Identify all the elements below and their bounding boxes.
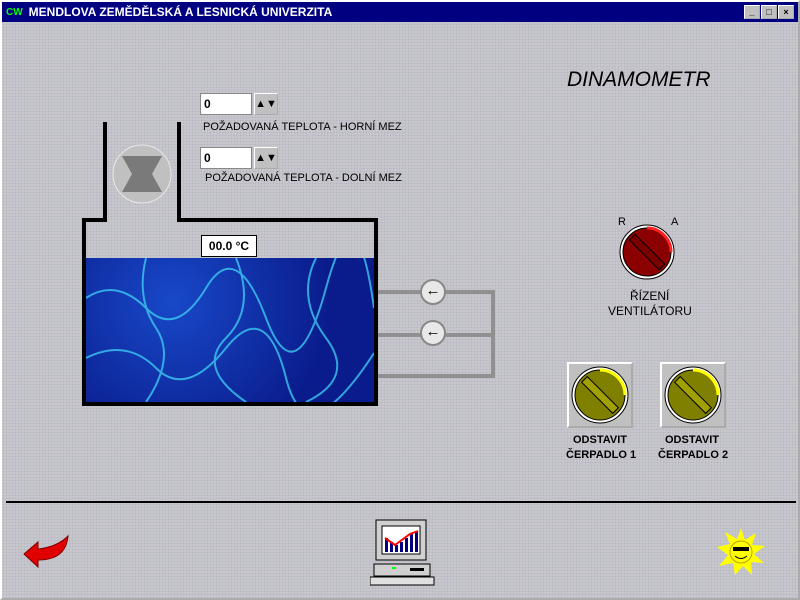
pump-1-switch[interactable] (567, 362, 633, 428)
tank-top-left (82, 218, 107, 222)
fan-control-knob[interactable] (618, 223, 676, 281)
close-button[interactable]: × (778, 5, 794, 19)
maximize-button[interactable]: □ (761, 5, 777, 19)
fan-switch-a-label: A (671, 216, 679, 228)
fan-control-label-2: VENTILÁTORU (608, 304, 692, 318)
back-arrow-icon[interactable] (22, 532, 72, 572)
pump-1-label-1: ODSTAVIT (573, 434, 627, 446)
page-title: DINAMOMETR (567, 68, 711, 91)
tank-wall-left (82, 218, 86, 406)
tank-bottom (82, 402, 378, 406)
water-caustics (86, 258, 374, 402)
pump-2-knob (664, 366, 722, 424)
pump-1-label-2: ČERPADLO 1 (566, 449, 637, 461)
fan-indicator-icon (112, 144, 172, 204)
tank-temperature-display: 00.0 °C (201, 235, 257, 257)
upper-limit-input[interactable]: 0 (200, 93, 252, 115)
lower-limit-input[interactable]: 0 (200, 147, 252, 169)
upper-limit-label: POŽADOVANÁ TEPLOTA - HORNÍ MEZ (203, 121, 402, 133)
lower-limit-label: POŽADOVANÁ TEPLOTA - DOLNÍ MEZ (205, 172, 402, 184)
app-logo: CW (6, 6, 23, 18)
tank-wall-right (374, 218, 378, 406)
sun-icon (717, 528, 765, 575)
pump-2-switch[interactable] (660, 362, 726, 428)
pipe-vertical (491, 290, 495, 378)
pump-1-knob (571, 366, 629, 424)
tank-water (86, 258, 374, 402)
title-bar: CW MENDLOVA ZEMĚDĚLSKÁ A LESNICKÁ UNIVER… (2, 2, 798, 22)
tank-top-right (177, 218, 378, 222)
window-title: MENDLOVA ZEMĚDĚLSKÁ A LESNICKÁ UNIVERZIT… (28, 5, 333, 19)
minimize-button[interactable]: _ (744, 5, 760, 19)
pipe-wall-left (103, 122, 107, 222)
lower-limit-spinner[interactable]: ▲▼ (254, 147, 278, 169)
upper-limit-spinner[interactable]: ▲▼ (254, 93, 278, 115)
fan-control-label-1: ŘÍZENÍ (630, 289, 670, 303)
pipe-lower (378, 374, 495, 378)
pump-2-label-1: ODSTAVIT (665, 434, 719, 446)
footer-divider (6, 501, 796, 503)
pump-2-label-2: ČERPADLO 2 (658, 449, 729, 461)
pipe-wall-right (177, 122, 181, 222)
valve-2-button[interactable]: ← (420, 320, 446, 346)
valve-1-button[interactable]: ← (420, 279, 446, 305)
computer-icon[interactable] (370, 518, 436, 588)
fan-switch-r-label: R (618, 216, 626, 228)
